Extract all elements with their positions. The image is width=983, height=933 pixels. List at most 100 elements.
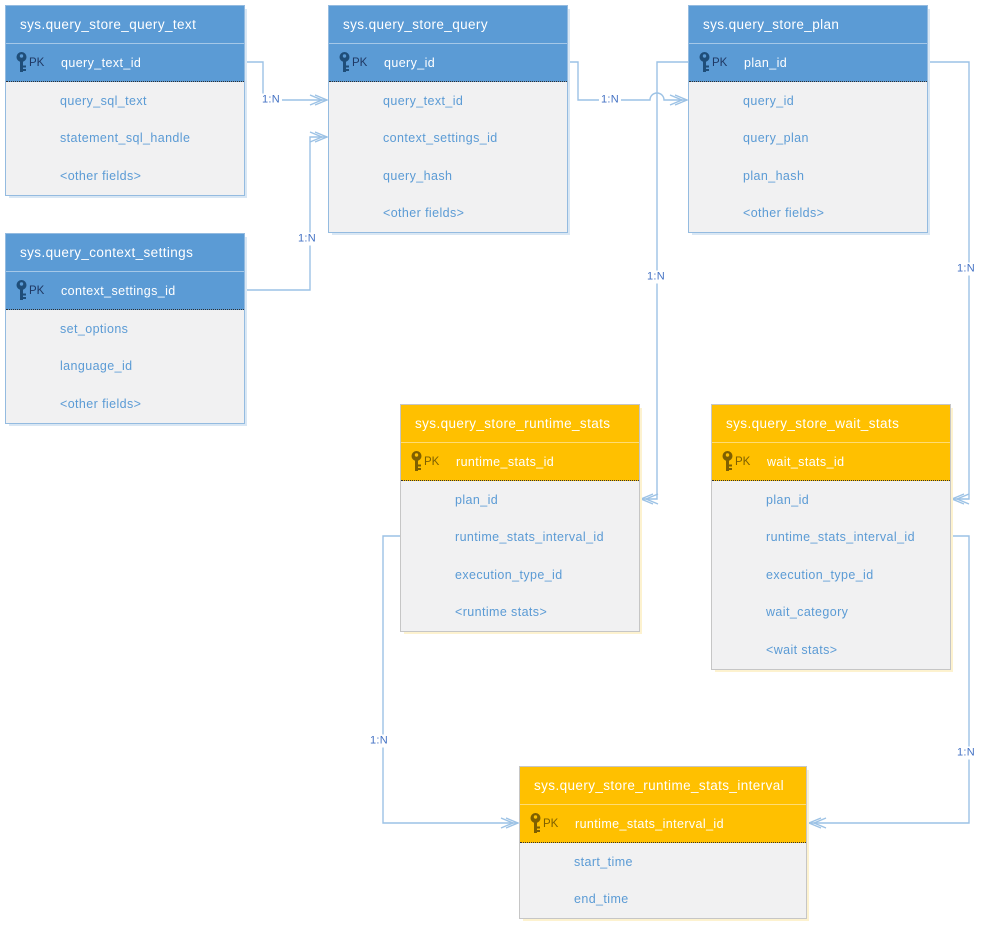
pk-field-name: query_id: [384, 55, 436, 70]
pk-label: PK: [543, 817, 559, 830]
connector-line: [568, 61, 687, 101]
pk-field-name: plan_id: [744, 55, 788, 70]
primary-key-icon: [339, 52, 350, 72]
field-name: plan_id: [455, 492, 499, 507]
primary-key-icon: [16, 52, 27, 72]
entity-title: sys.query_store_runtime_stats: [401, 405, 639, 443]
pk-label: PK: [712, 56, 728, 69]
field-name: <other fields>: [383, 206, 465, 221]
cardinality-label: 1:N: [367, 734, 391, 748]
field-name: query_id: [743, 93, 795, 108]
field-name: query_plan: [743, 131, 809, 146]
field-row: <other fields>: [329, 195, 567, 233]
primary-key-icon: [530, 813, 541, 833]
cardinality-label: 1:N: [954, 746, 978, 760]
field-row: runtime_stats_interval_id: [401, 519, 639, 557]
field-name: execution_type_id: [766, 567, 874, 582]
field-name: statement_sql_handle: [60, 131, 191, 146]
pk-label: PK: [29, 56, 45, 69]
cardinality-label: 1:N: [644, 270, 668, 284]
connector-line: [245, 136, 327, 291]
entity-title: sys.query_store_runtime_stats_interval: [520, 767, 806, 805]
field-row: end_time: [520, 881, 806, 919]
field-row: <other fields>: [6, 157, 244, 195]
pk-field-name: query_text_id: [61, 55, 142, 70]
connector-line: [245, 61, 327, 101]
pk-label: PK: [424, 455, 440, 468]
field-row: query_id: [689, 82, 927, 120]
field-name: plan_id: [766, 492, 810, 507]
field-row: set_options: [6, 310, 244, 348]
many-arrowhead: [639, 493, 659, 505]
connector-line: [928, 61, 970, 500]
many-arrowhead: [309, 94, 329, 106]
field-row: plan_id: [401, 481, 639, 519]
field-row: <wait stats>: [712, 631, 950, 669]
field-name: end_time: [574, 892, 629, 907]
cardinality-label: 1:N: [259, 93, 283, 107]
field-name: <other fields>: [743, 206, 825, 221]
pk-field-name: context_settings_id: [61, 283, 176, 298]
field-row: query_plan: [689, 120, 927, 158]
field-row: execution_type_id: [712, 556, 950, 594]
connector-line: [382, 535, 518, 824]
field-name: query_text_id: [383, 93, 464, 108]
cardinality-label: 1:N: [295, 232, 319, 246]
field-name: execution_type_id: [455, 567, 563, 582]
many-arrowhead: [807, 817, 827, 829]
pk-field-name: wait_stats_id: [767, 454, 845, 469]
field-name: <other fields>: [60, 168, 142, 183]
entity-title: sys.query_context_settings: [6, 234, 244, 272]
primary-key-icon: [411, 451, 422, 471]
field-row: start_time: [520, 843, 806, 881]
field-name: runtime_stats_interval_id: [766, 530, 915, 545]
field-name: language_id: [60, 359, 133, 374]
field-row: execution_type_id: [401, 556, 639, 594]
primary-key-row: PK query_text_id: [6, 44, 244, 82]
field-name: <runtime stats>: [455, 605, 548, 620]
field-row: plan_id: [712, 481, 950, 519]
field-row: query_text_id: [329, 82, 567, 120]
field-row: query_hash: [329, 157, 567, 195]
primary-key-icon: [699, 52, 710, 72]
primary-key-row: PK runtime_stats_interval_id: [520, 805, 806, 843]
many-arrowhead: [950, 493, 970, 505]
field-row: context_settings_id: [329, 120, 567, 158]
entity-title: sys.query_store_wait_stats: [712, 405, 950, 443]
many-arrowhead: [669, 94, 689, 106]
field-row: language_id: [6, 348, 244, 386]
field-name: <wait stats>: [766, 642, 838, 657]
field-name: runtime_stats_interval_id: [455, 530, 604, 545]
primary-key-row: PK plan_id: [689, 44, 927, 82]
pk-field-name: runtime_stats_id: [456, 454, 555, 469]
primary-key-icon: [16, 280, 27, 300]
entity-title: sys.query_store_query: [329, 6, 567, 44]
field-name: query_sql_text: [60, 93, 147, 108]
field-row: <runtime stats>: [401, 594, 639, 632]
field-row: statement_sql_handle: [6, 120, 244, 158]
many-arrowhead: [309, 131, 329, 143]
field-row: <other fields>: [689, 195, 927, 233]
primary-key-icon: [722, 451, 733, 471]
pk-field-name: runtime_stats_interval_id: [575, 816, 724, 831]
many-arrowhead: [500, 817, 520, 829]
cardinality-label: 1:N: [598, 93, 622, 107]
field-name: query_hash: [383, 168, 453, 183]
entity-title: sys.query_store_query_text: [6, 6, 244, 44]
field-row: wait_category: [712, 594, 950, 632]
connector-line: [809, 535, 970, 824]
field-name: plan_hash: [743, 168, 805, 183]
field-row: plan_hash: [689, 157, 927, 195]
field-name: context_settings_id: [383, 131, 498, 146]
primary-key-row: PK runtime_stats_id: [401, 443, 639, 481]
field-row: <other fields>: [6, 385, 244, 423]
